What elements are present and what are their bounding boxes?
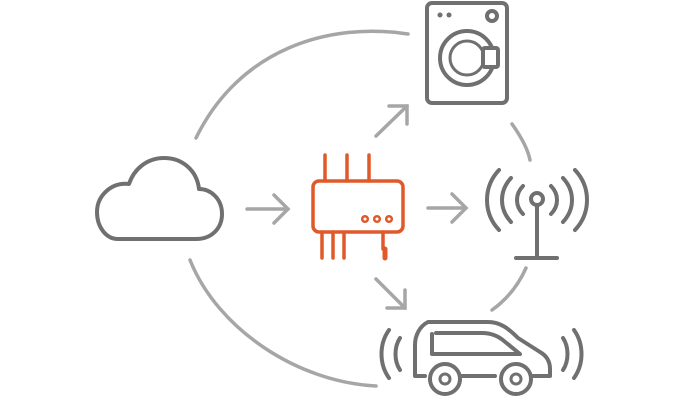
car-wheel-rear bbox=[499, 362, 533, 396]
car-signal-left-inner bbox=[393, 336, 402, 372]
washer-drum bbox=[448, 39, 486, 77]
arc-washer-to-antenna bbox=[510, 122, 532, 162]
connector-arcs bbox=[188, 29, 532, 388]
arrow-gateway-to-car bbox=[374, 277, 407, 310]
washer-dial bbox=[485, 9, 499, 23]
arrow-cloud-to-gateway bbox=[245, 193, 291, 225]
arc-cloud-to-washer bbox=[194, 29, 410, 140]
washer-button-2 bbox=[446, 12, 452, 18]
washer-button-1 bbox=[437, 12, 443, 18]
car-window bbox=[430, 331, 522, 356]
gateway-led-3 bbox=[384, 214, 394, 224]
arrow-gateway-to-washer bbox=[374, 104, 409, 138]
connected-car-icon bbox=[379, 320, 584, 396]
arrow-gateway-to-antenna bbox=[426, 192, 469, 224]
car-wheel-front bbox=[428, 362, 462, 396]
iot-gateway-icon bbox=[311, 153, 405, 261]
car-signal-right-inner bbox=[561, 336, 570, 372]
washer-door-handle bbox=[481, 46, 500, 69]
arc-cloud-to-car bbox=[188, 258, 378, 388]
car-signal-right-outer bbox=[572, 328, 584, 380]
antenna-tower-icon bbox=[485, 168, 589, 260]
car-signal-left-outer bbox=[379, 328, 391, 380]
gateway-led-1 bbox=[360, 214, 370, 224]
gateway-led-2 bbox=[372, 214, 382, 224]
cloud-icon bbox=[95, 156, 224, 241]
arc-antenna-to-car bbox=[490, 266, 528, 312]
washing-machine-icon bbox=[425, 1, 509, 105]
